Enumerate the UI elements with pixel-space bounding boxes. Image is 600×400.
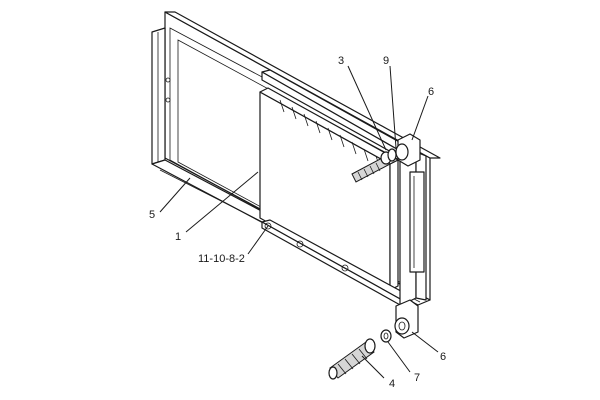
callout-5: 5: [149, 209, 155, 221]
callout-1: 1: [175, 231, 181, 243]
callout-6-top: 6: [428, 86, 434, 98]
leader-lines: [159, 65, 439, 379]
side-header: [399, 151, 427, 307]
top-hose-assembly: [351, 148, 397, 183]
callout-figure-reference: 11-10-8-2: [198, 253, 245, 265]
top-elbow-fitting: [395, 133, 421, 167]
callout-9: 9: [383, 55, 389, 67]
bottom-elbow-fitting: [394, 299, 419, 339]
callout-4: 4: [389, 378, 395, 390]
bottom-hose: [328, 338, 376, 380]
callout-3: 3: [338, 55, 344, 67]
cooler-core: [259, 87, 399, 291]
o-ring-fitting: [380, 329, 392, 343]
callout-6-bottom: 6: [440, 351, 446, 363]
bottom-rail: [261, 219, 411, 307]
callout-7: 7: [414, 372, 420, 384]
